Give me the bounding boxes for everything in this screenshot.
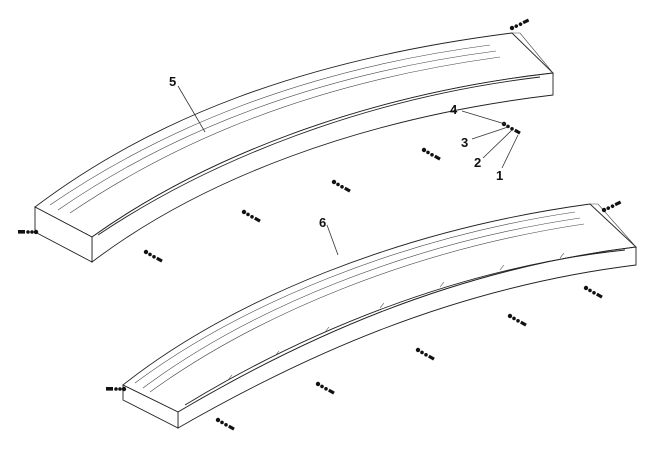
upper-panel-groove-2 — [57, 50, 497, 211]
callout-1: 1 — [496, 168, 503, 183]
lower-panel-ridge — [184, 249, 626, 406]
fastener-upper-right — [508, 12, 531, 36]
leader-4 — [461, 110, 506, 125]
lower-panel — [122, 203, 638, 429]
leader-3 — [471, 126, 509, 140]
lower-panel-ridge-segments — [227, 252, 565, 381]
lower-panel-groove-2 — [142, 217, 581, 389]
lower-panel-groove-3 — [149, 223, 585, 393]
fastener-lower-5 — [583, 285, 603, 299]
leader-5 — [177, 85, 206, 133]
upper-panel-end-face — [34, 206, 93, 263]
callout-3: 3 — [461, 135, 468, 150]
fastener-lower-1 — [215, 417, 235, 431]
fastener-upper-left — [18, 229, 39, 235]
fastener-upper-3 — [331, 179, 351, 193]
lower-panel-end-face — [122, 384, 179, 429]
fastener-lower-3 — [415, 347, 435, 361]
upper-panel-groove-1 — [49, 44, 491, 206]
callout-6: 6 — [319, 215, 326, 230]
fastener-upper-4 — [421, 147, 441, 161]
upper-panel-bevel — [97, 76, 541, 236]
upper-panel-groove-3 — [69, 56, 501, 214]
upper-panel — [34, 32, 554, 263]
leader-6 — [326, 224, 339, 256]
fastener-upper-2 — [241, 209, 261, 223]
callouts: 5 4 3 2 1 6 — [169, 74, 519, 256]
upper-panel-front-face — [91, 72, 554, 263]
lower-panel-groove-1 — [134, 211, 576, 384]
leader-1 — [501, 134, 519, 169]
lower-panel-front-face — [177, 246, 637, 429]
fastener-lower-2 — [315, 381, 335, 395]
leader-2 — [482, 129, 513, 159]
fastener-lower-left — [106, 386, 127, 392]
callout-5: 5 — [169, 74, 176, 89]
lower-panel-top-face — [122, 203, 638, 413]
fastener-lower-4 — [507, 313, 527, 327]
callout-2: 2 — [474, 155, 481, 170]
fastener-upper-1 — [143, 249, 163, 263]
lower-panel-right-cap — [590, 203, 637, 248]
fastener-lower-right — [600, 194, 623, 218]
callout-4: 4 — [450, 102, 458, 117]
upper-panel-right-cap — [512, 32, 554, 74]
